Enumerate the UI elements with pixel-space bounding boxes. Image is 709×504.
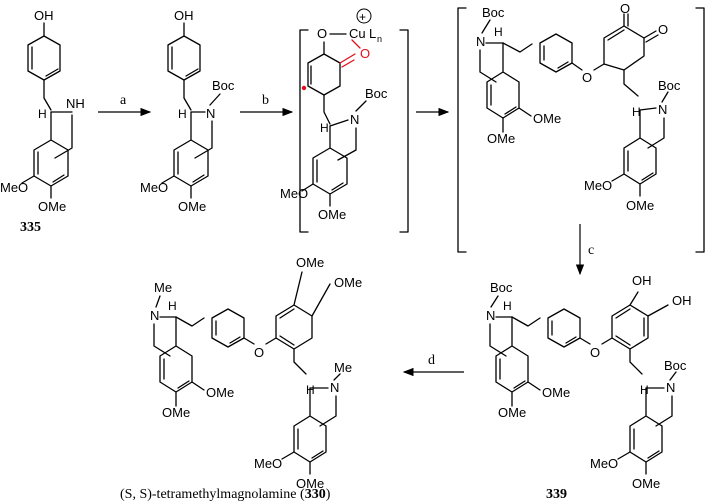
methoxy-label: OMe xyxy=(632,476,660,491)
amine-n: N xyxy=(330,380,339,395)
carbonyl-oxygen: O xyxy=(360,46,370,61)
oxygen-label: O xyxy=(317,26,327,41)
amine-n: N xyxy=(350,112,359,127)
methoxy-label: MeO xyxy=(584,178,612,193)
stereo-h: H xyxy=(494,25,503,39)
methoxy-label: OMe xyxy=(498,405,526,420)
carbonyl-oxygen: O xyxy=(620,1,630,16)
methoxy-label: OMe xyxy=(38,199,66,214)
stereo-h: H xyxy=(632,105,641,119)
methoxy-label: MeO xyxy=(140,180,168,195)
amine-n: N xyxy=(476,34,485,49)
boc-group: Boc xyxy=(365,86,388,101)
boc-group: Boc xyxy=(490,280,513,295)
methoxy-label: OMe xyxy=(487,131,515,146)
boc-group: Boc xyxy=(212,78,235,93)
stereo-h: H xyxy=(640,383,649,397)
compound-330: OMe OMe Me N H OMe OMe O Me H N MeO O xyxy=(120,255,362,502)
compound-number: 339 xyxy=(546,487,567,502)
quinone-dimer-intermediate: Boc N H OMe OMe O O O Boc H N MeO OMe xyxy=(457,1,705,253)
n-methyl: Me xyxy=(154,280,172,295)
hydroxyl-label: OH xyxy=(632,273,652,288)
copper-radical-intermediate: + O Cu L n O H N Boc MeO OMe xyxy=(280,8,409,233)
methoxy-label: OMe xyxy=(533,111,561,126)
ligand-label: L xyxy=(369,26,376,41)
boc-group: Boc xyxy=(664,358,687,373)
step-label: d xyxy=(428,353,435,368)
methoxy-label: MeO xyxy=(254,456,282,471)
hydroxyl-label: OH xyxy=(672,293,692,308)
amine-n: N xyxy=(486,308,495,323)
product-prefix: (S, S)-tetramethylmagnolamine ( xyxy=(120,487,305,502)
stereo-h: H xyxy=(168,299,177,313)
radical-dot xyxy=(301,85,307,91)
methoxy-label: MeO xyxy=(280,186,308,201)
step-label: c xyxy=(588,243,594,258)
boc-protected-amine: OH H N Boc MeO OMe xyxy=(140,8,235,214)
product-number: 330 xyxy=(305,487,326,502)
charge-plus: + xyxy=(359,10,366,24)
methoxy-label: OMe xyxy=(206,385,234,400)
methoxy-label: OMe xyxy=(542,385,570,400)
methoxy-label: MeO xyxy=(590,456,618,471)
step-label: a xyxy=(120,93,127,108)
methoxy-label: OMe xyxy=(334,275,362,290)
methoxy-label: OMe xyxy=(178,199,206,214)
boc-group: Boc xyxy=(482,5,505,20)
amine-n: N xyxy=(150,308,159,323)
ether-oxygen: O xyxy=(254,345,264,360)
ligand-count: n xyxy=(377,34,382,44)
methoxy-label: OMe xyxy=(626,198,654,213)
methoxy-label: OMe xyxy=(296,476,324,491)
amine-nh: NH xyxy=(66,96,85,111)
product-suffix: ) xyxy=(326,487,331,502)
methoxy-label: OMe xyxy=(162,405,190,420)
methoxy-label: OMe xyxy=(296,255,324,270)
ether-oxygen: O xyxy=(582,70,592,85)
methoxy-label: OMe xyxy=(318,207,346,222)
hydroxyl-label: OH xyxy=(174,8,194,23)
n-methyl: Me xyxy=(334,360,352,375)
carbonyl-oxygen: O xyxy=(658,22,668,37)
stereo-h: H xyxy=(178,107,187,121)
amine-n: N xyxy=(666,380,675,395)
hydroxyl-label: OH xyxy=(34,8,54,23)
cation-charge xyxy=(356,8,372,24)
compound-335: OH H NH MeO OMe 335 xyxy=(0,8,85,235)
boc-group: Boc xyxy=(658,78,681,93)
methoxy-label: MeO xyxy=(0,180,28,195)
stereo-h: H xyxy=(38,107,47,121)
stereo-h: H xyxy=(320,121,329,135)
stereo-h: H xyxy=(503,299,512,313)
copper-label: Cu xyxy=(349,26,366,41)
step-label: b xyxy=(262,93,269,108)
amine-n: N xyxy=(658,102,667,117)
compound-name: (S, S)-tetramethylmagnolamine (330) xyxy=(120,487,331,502)
ether-oxygen: O xyxy=(590,345,600,360)
compound-number: 335 xyxy=(20,220,41,235)
compound-339: OH OH Boc N H OMe OMe O Boc H N MeO O xyxy=(486,273,692,502)
amine-n: N xyxy=(206,106,215,121)
